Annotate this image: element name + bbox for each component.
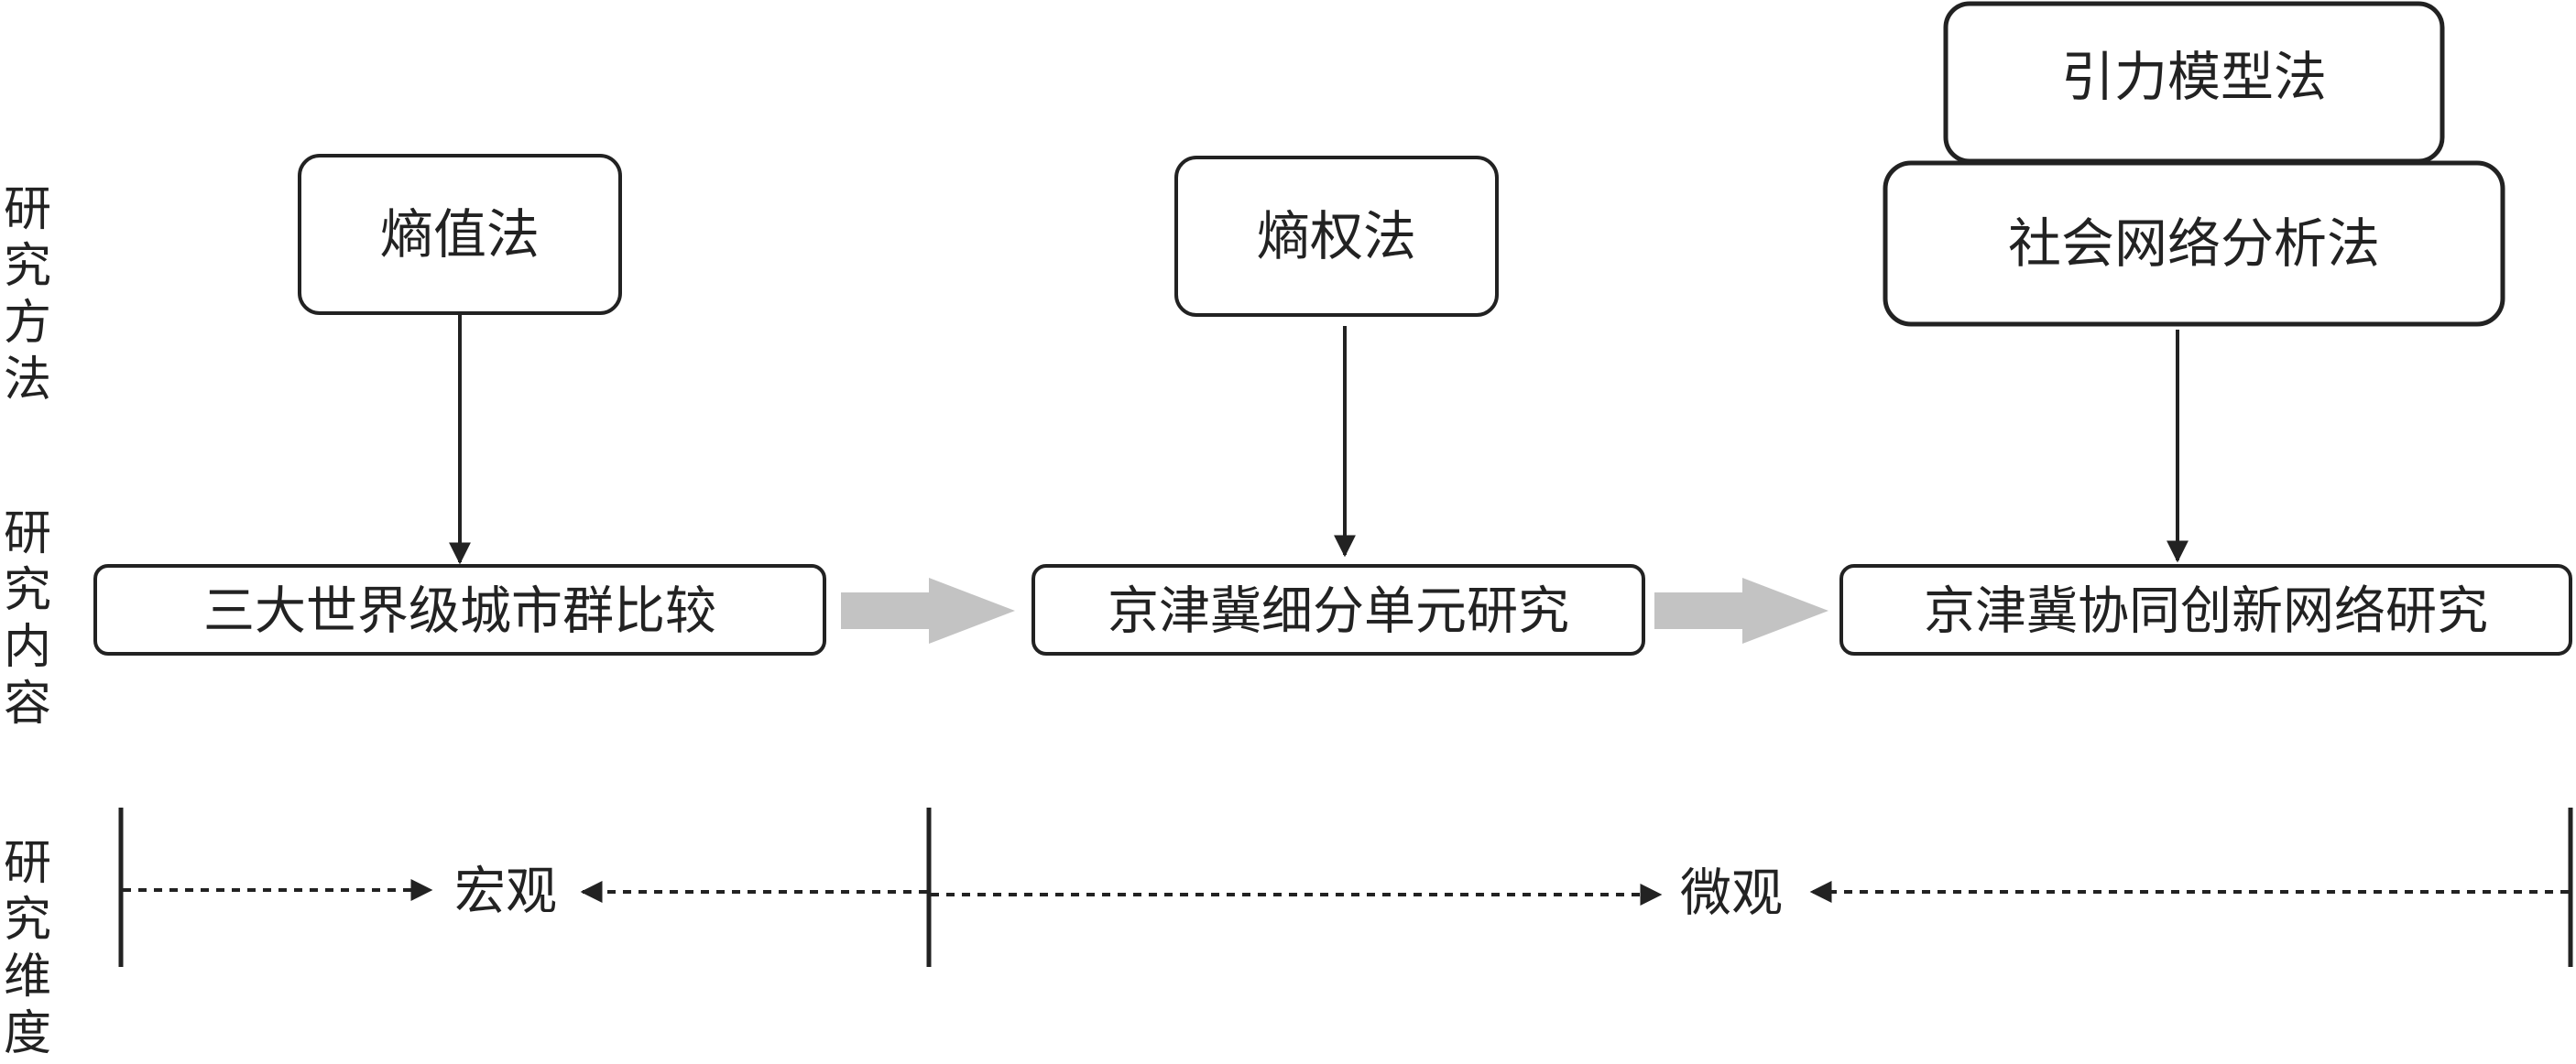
method-label: 引力模型法: [2061, 46, 2327, 108]
content-label: 三大世界级城市群比较: [203, 582, 716, 642]
method-box-gravity-model: 引力模型法: [1943, 1, 2445, 164]
side-label-dimension-char: 维: [4, 950, 51, 1004]
side-label-methods-char: 法: [4, 353, 51, 407]
side-label-content-char: 容: [4, 677, 51, 732]
content-box-jjj-units: 京津冀细分单元研究: [1031, 564, 1645, 656]
side-label-methods-char: 方: [4, 296, 51, 351]
content-label: 京津冀协同创新网络研究: [1924, 582, 2488, 642]
method-label: 熵值法: [380, 203, 540, 266]
side-label-content-char: 研: [4, 506, 51, 561]
method-box-social-network: 社会网络分析法: [1883, 160, 2505, 327]
side-label-dimension: 研 究 维 度: [4, 836, 51, 1061]
method-label: 社会网络分析法: [2008, 212, 2380, 275]
side-label-content-char: 究: [4, 563, 51, 618]
flow-arrow-1: [841, 578, 1015, 644]
content-label: 京津冀细分单元研究: [1108, 582, 1569, 642]
content-box-jjj-network: 京津冀协同创新网络研究: [1839, 564, 2572, 656]
method-label: 熵权法: [1257, 205, 1416, 267]
side-label-dimension-char: 研: [4, 836, 51, 891]
side-label-methods-char: 究: [4, 239, 51, 294]
method-box-entropy-value: 熵值法: [298, 154, 622, 315]
method-box-entropy-weight: 熵权法: [1174, 156, 1499, 317]
side-label-dimension-char: 度: [4, 1006, 51, 1061]
dimension-label-macro: 宏观: [454, 863, 557, 922]
side-label-content-char: 内: [4, 620, 51, 675]
side-label-content: 研 究 内 容: [4, 506, 51, 732]
flow-arrow-2: [1654, 578, 1828, 644]
side-label-dimension-char: 究: [4, 893, 51, 948]
dimension-label-micro: 微观: [1680, 864, 1783, 924]
side-label-methods-char: 研: [4, 182, 51, 237]
side-label-methods: 研 究 方 法: [4, 182, 51, 407]
content-box-megalopolis: 三大世界级城市群比较: [93, 564, 826, 656]
